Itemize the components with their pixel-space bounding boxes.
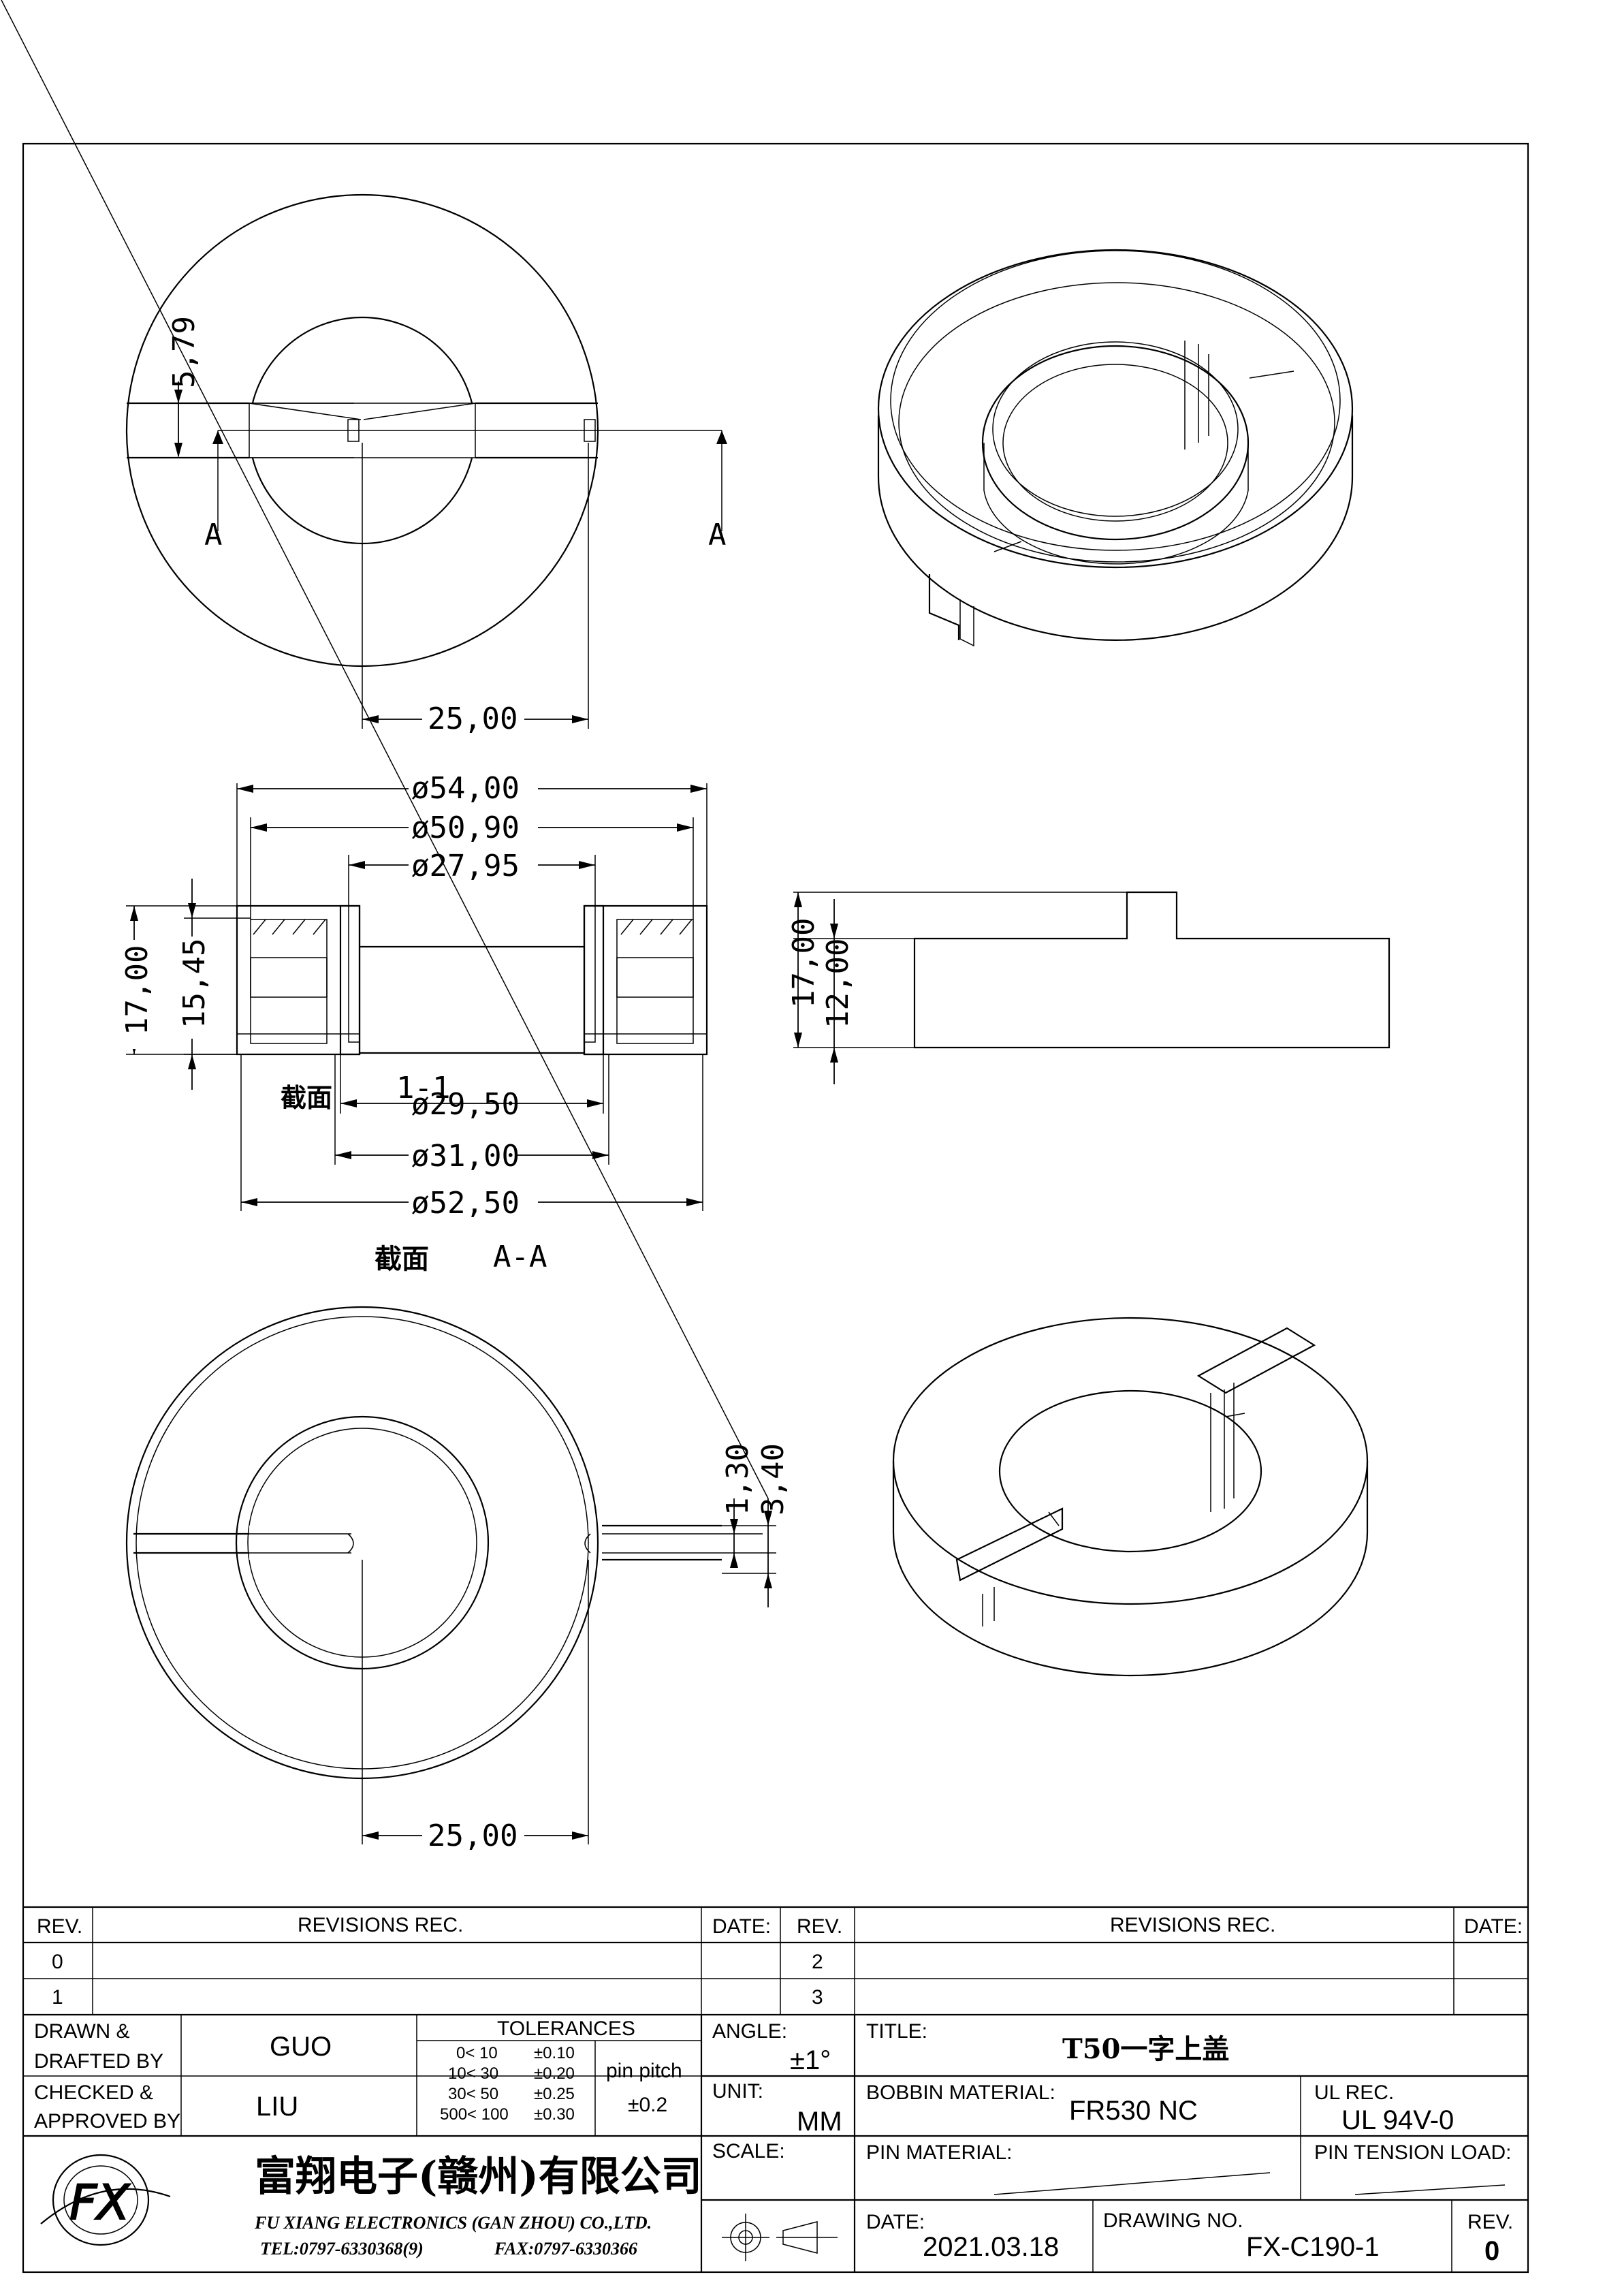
date-header-left: DATE:	[712, 1915, 771, 1938]
section-label-1-1: 1-1	[396, 1071, 450, 1105]
iso-view-bottom	[892, 1317, 1369, 1677]
rev-header-left: REV.	[37, 1915, 82, 1938]
dim-inner-height: 15,45	[177, 939, 212, 1028]
dim-slot-130: 1,30	[720, 1443, 755, 1515]
tol-value-2: ±0.25	[534, 2085, 575, 2103]
ul-rec-label: UL REC.	[1314, 2081, 1394, 2104]
company-name-en: FU XIANG ELECTRONICS (GAN ZHOU) CO.,LTD.	[254, 2213, 652, 2233]
pin-tension-label: PIN TENSION LOAD:	[1314, 2141, 1512, 2164]
company-name-cn: 富翔电子(赣州)有限公司	[255, 2153, 702, 2201]
dim-side-body-height: 12,00	[821, 939, 855, 1028]
drawn-label-1: DRAWN &	[34, 2020, 130, 2043]
dim-inner-width-top: 25,00	[428, 702, 518, 736]
revisions-header-right: REVISIONS REC.	[1110, 1914, 1275, 1936]
logo-text: FX	[69, 2175, 131, 2231]
pin-pitch-label: pin pitch	[606, 2060, 682, 2082]
section-caption: A-A	[493, 1240, 547, 1274]
rev-row-1: 1	[52, 1986, 63, 2009]
bobbin-material-label: BOBBIN MATERIAL:	[866, 2081, 1055, 2104]
title-label: TITLE:	[866, 2020, 927, 2043]
pin-pitch-value: ±0.2	[628, 2094, 667, 2116]
rev-header-right: REV.	[797, 1915, 842, 1938]
section-marker-right: A	[708, 518, 727, 552]
tol-range-0: 0< 10	[456, 2044, 498, 2062]
ul-rec-value: UL 94V-0	[1341, 2105, 1454, 2135]
rev-value: 0	[1484, 2236, 1499, 2266]
dim-total-height: 17,00	[120, 945, 155, 1035]
date-value: 2021.03.18	[923, 2232, 1059, 2262]
bobbin-material-value: FR530 NC	[1069, 2096, 1198, 2126]
dim-diameter-2950: ø29,50	[411, 1087, 520, 1122]
projection-symbol-icon	[722, 2214, 838, 2261]
tol-range-3: 500< 100	[440, 2105, 509, 2124]
date-header-right: DATE:	[1464, 1915, 1523, 1938]
dim-rim-diameter: ø50,90	[411, 811, 520, 845]
rev-row-0: 0	[52, 1951, 63, 1973]
title-block: DRAWN & DRAFTED BY GUO CHECKED & APPROVE…	[23, 2015, 1528, 2272]
drawn-value: GUO	[270, 2032, 332, 2062]
checked-label-1: CHECKED &	[34, 2081, 153, 2104]
checked-value: LIU	[256, 2092, 298, 2122]
angle-value: ±1°	[790, 2045, 831, 2075]
drawn-label-2: DRAFTED BY	[34, 2050, 163, 2073]
rev-label: REV.	[1467, 2211, 1513, 2233]
section-label-cn: 截面	[281, 1082, 332, 1113]
section-view: ø54,00 ø50,90 ø27,95 17,00 15,45 截面	[119, 770, 708, 1275]
dim-side-total-height: 17,00	[786, 918, 821, 1008]
company-fax: FAX:0797-6330366	[494, 2239, 637, 2259]
dim-inner-width-bottom: 25,00	[428, 1819, 518, 1853]
dim-slot-width: 5,79	[167, 316, 202, 388]
revision-table: REV. REVISIONS REC. DATE: REV. REVISIONS…	[23, 1906, 1528, 2016]
side-view: 17,00 12,00	[786, 891, 1390, 1084]
iso-view-top	[877, 249, 1354, 647]
dim-diameter-5250: ø52,50	[411, 1186, 520, 1221]
tol-value-0: ±0.10	[534, 2044, 575, 2062]
unit-value: MM	[797, 2107, 842, 2137]
tol-range-1: 10< 30	[448, 2064, 498, 2083]
unit-label: UNIT:	[712, 2080, 763, 2103]
revisions-header-left: REVISIONS REC.	[298, 1914, 463, 1936]
dim-slot-340: 3,40	[756, 1443, 791, 1515]
dim-outer-diameter: ø54,00	[411, 771, 520, 806]
rev-row-2: 2	[812, 1951, 823, 1973]
section-marker-left: A	[204, 518, 223, 552]
date-label: DATE:	[866, 2211, 925, 2233]
dim-diameter-31: ø31,00	[411, 1139, 520, 1174]
checked-label-2: APPROVED BY	[34, 2110, 180, 2133]
section-caption-cn: 截面	[375, 1243, 429, 1275]
top-view: A A 5,79 25,00	[125, 193, 727, 736]
tolerances-title: TOLERANCES	[497, 2017, 635, 2040]
drawing-border	[22, 142, 1529, 2274]
tol-range-2: 30< 50	[448, 2085, 498, 2103]
bottom-view: 1,30 3,40 25,00	[1, 0, 791, 1853]
dim-core-diameter: ø27,95	[411, 849, 520, 883]
angle-label: ANGLE:	[712, 2020, 787, 2043]
tol-value-3: ±0.30	[534, 2105, 575, 2124]
rev-row-3: 3	[812, 1986, 823, 2009]
drawing-no-value: FX-C190-1	[1246, 2232, 1380, 2262]
company-tel: TEL:0797-6330368(9)	[260, 2239, 424, 2259]
scale-label: SCALE:	[712, 2140, 785, 2163]
pin-material-label: PIN MATERIAL:	[866, 2141, 1012, 2164]
company-logo: FX	[40, 2154, 171, 2246]
title-value: T50一字上盖	[1062, 2033, 1229, 2065]
drawing-no-label: DRAWING NO.	[1103, 2209, 1243, 2232]
tol-value-1: ±0.20	[534, 2064, 575, 2083]
